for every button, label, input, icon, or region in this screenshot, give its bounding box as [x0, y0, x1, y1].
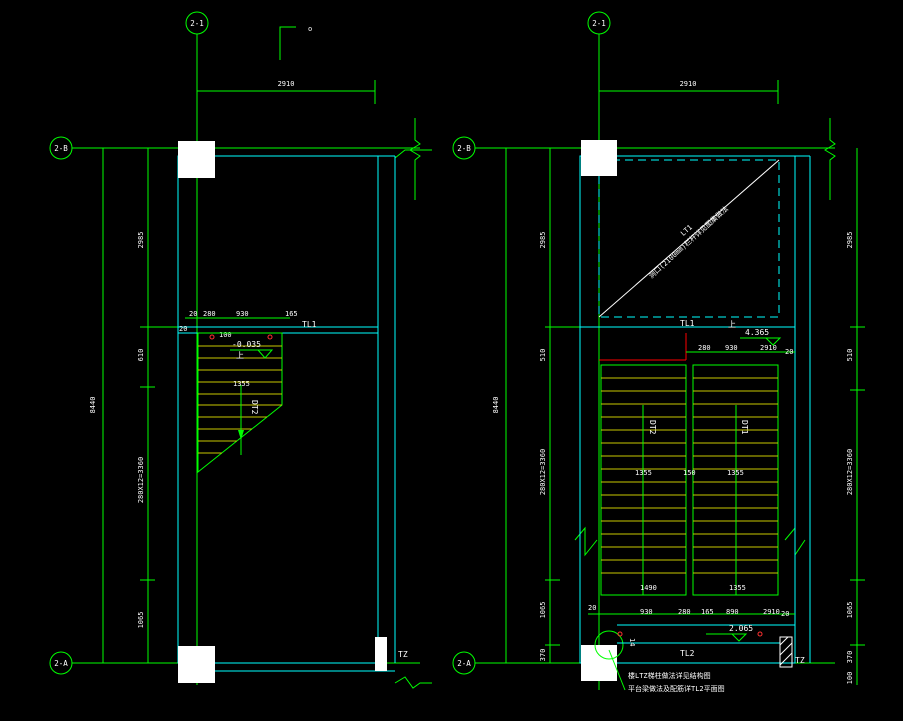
dim-top-2910-right: 2910	[599, 80, 779, 104]
svg-text:1355: 1355	[635, 469, 652, 477]
note-line-1: 楼LTZ梯柱做法详见结构图	[628, 671, 711, 680]
svg-text:14: 14	[628, 638, 636, 646]
svg-text:上: 上	[728, 320, 736, 329]
svg-text:1355: 1355	[729, 584, 746, 592]
svg-text:165: 165	[285, 310, 298, 318]
corner-mark	[279, 26, 296, 60]
svg-text:370: 370	[846, 651, 854, 664]
column-bottom-right	[581, 645, 617, 681]
tz-label-right: TZ	[795, 656, 805, 665]
svg-text:4.365: 4.365	[745, 328, 769, 337]
break-line-top-2	[394, 149, 432, 159]
dim-text-lower: 1065	[137, 612, 145, 629]
svg-text:165: 165	[701, 608, 714, 616]
svg-text:2-A: 2-A	[457, 659, 471, 668]
svg-text:510: 510	[846, 349, 854, 362]
dim-top-2910: 2910	[197, 80, 376, 104]
svg-text:890: 890	[726, 608, 739, 616]
beam-label-tl1-right: TL1	[680, 319, 695, 328]
svg-text:20: 20	[179, 325, 187, 333]
axis-label-2-B: 2-B	[54, 144, 68, 153]
stair-width-label: 1355	[233, 380, 250, 388]
svg-text:2910: 2910	[760, 344, 777, 352]
beam-label-tl1: TL1	[302, 320, 317, 329]
column-bottom	[178, 646, 215, 683]
corner-mark-text: o	[308, 25, 312, 33]
svg-text:150: 150	[683, 469, 696, 477]
svg-text:930: 930	[640, 608, 653, 616]
hatched-block	[779, 636, 793, 668]
svg-text:280: 280	[698, 344, 711, 352]
svg-text:上: 上	[236, 351, 244, 360]
column-top-right	[581, 140, 617, 176]
column-highlight	[594, 630, 624, 660]
stair-label-dt2: DT2	[250, 400, 259, 415]
svg-text:280: 280	[203, 310, 216, 318]
svg-text:20: 20	[781, 610, 789, 618]
svg-text:-0.035: -0.035	[232, 340, 261, 349]
svg-text:100: 100	[846, 672, 854, 685]
column-top	[178, 141, 215, 178]
opening-diagonal	[598, 159, 780, 318]
dim-text-top: 2910	[278, 80, 295, 88]
svg-text:20: 20	[785, 348, 793, 356]
svg-text:20: 20	[189, 310, 197, 318]
dim-text-total: 8440	[89, 397, 97, 414]
elevation-mark-bottom: 2.065	[706, 624, 753, 642]
svg-text:2985: 2985	[539, 232, 547, 249]
svg-text:2-B: 2-B	[457, 144, 471, 153]
break-line-bottom	[394, 676, 432, 689]
svg-text:510: 510	[539, 349, 547, 362]
elevation-mark-top: 4.365 上	[728, 320, 782, 346]
stair-treads	[198, 345, 282, 454]
svg-text:1065: 1065	[539, 602, 547, 619]
svg-text:2-1: 2-1	[592, 19, 606, 28]
elevation-mark: -0.035 上	[230, 340, 274, 360]
svg-text:1355: 1355	[727, 469, 744, 477]
svg-text:930: 930	[236, 310, 249, 318]
dim-text-upper: 2985	[137, 232, 145, 249]
dim-text-landing: 610	[137, 349, 145, 362]
axis-label-2-1: 2-1	[190, 19, 204, 28]
stair-label-dt1: DT1	[740, 420, 749, 435]
svg-text:100: 100	[219, 331, 232, 339]
svg-text:930: 930	[725, 344, 738, 352]
svg-text:2985: 2985	[846, 232, 854, 249]
svg-text:280X12=3360: 280X12=3360	[539, 449, 547, 495]
svg-text:2910: 2910	[763, 608, 780, 616]
svg-text:280X12=3360: 280X12=3360	[846, 449, 854, 495]
note-line-2: 平台梁做法及配筋详TL2平面图	[628, 684, 725, 693]
dim-text-flight: 280X12=3360	[137, 457, 145, 503]
svg-text:370: 370	[539, 649, 547, 662]
right-stair-plan: 2-1 2-B 2-A 2910 8440 2985 510	[452, 11, 865, 693]
svg-text:1490: 1490	[640, 584, 657, 592]
svg-text:20: 20	[588, 604, 596, 612]
svg-text:2.065: 2.065	[729, 624, 753, 633]
axis-label-2-A: 2-A	[54, 659, 68, 668]
left-stair-plan: 2-1 2-B 2-A 2910 o	[49, 11, 432, 689]
svg-text:2910: 2910	[680, 80, 697, 88]
svg-text:8440: 8440	[492, 397, 500, 414]
tz-label: TZ	[398, 650, 408, 659]
stair-label-dt2-right: DT2	[648, 420, 657, 435]
svg-text:280: 280	[678, 608, 691, 616]
svg-text:1065: 1065	[846, 602, 854, 619]
column-tz	[375, 637, 387, 671]
beam-label-tl2: TL2	[680, 649, 695, 658]
